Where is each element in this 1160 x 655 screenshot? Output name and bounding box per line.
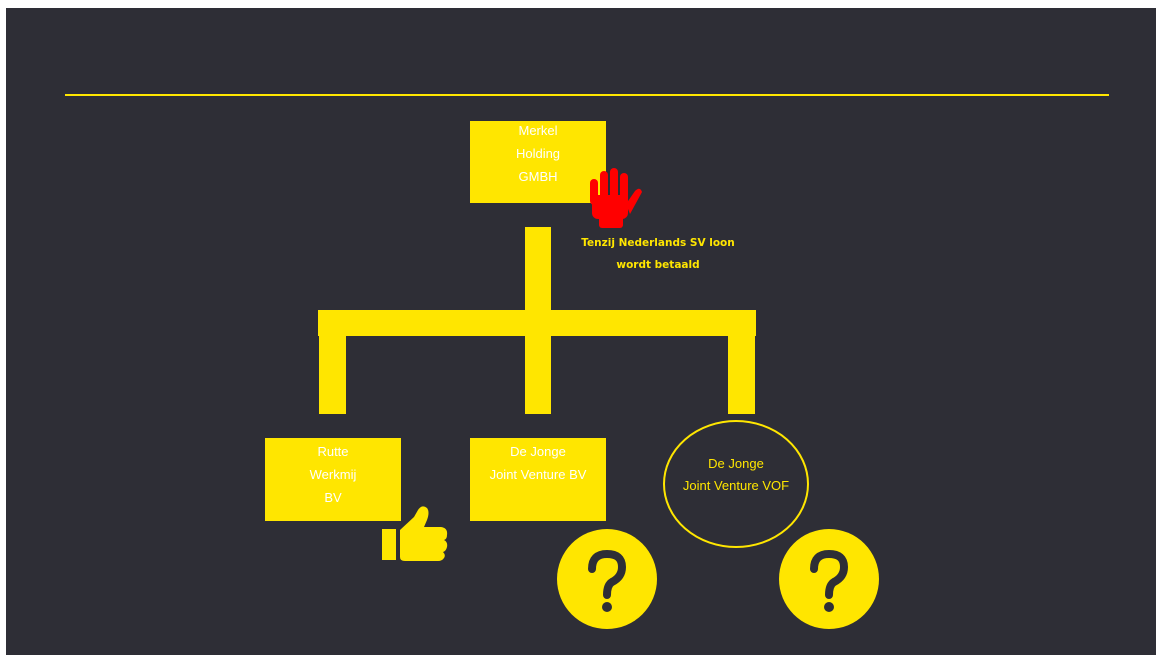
middle-branch-connector <box>525 310 551 414</box>
node-de-jonge-jv-bv: De Jonge Joint Venture BV <box>470 438 606 521</box>
thumbs-up-icon <box>382 506 448 561</box>
question-mark-icon <box>779 529 879 629</box>
slide: Merkel Holding GMBH Tenzij Nederlands SV… <box>6 8 1156 655</box>
note-line-2: wordt betaald <box>616 259 699 271</box>
left-branch-connector <box>319 310 346 414</box>
title-divider-line <box>65 94 1109 96</box>
node-label-line-3: GMBH <box>519 169 558 184</box>
node-label-line-2: Joint Venture BV <box>490 467 587 482</box>
stop-hand-icon <box>590 168 642 228</box>
connector-lines <box>318 227 756 414</box>
org-structure-diagram: Merkel Holding GMBH Tenzij Nederlands SV… <box>65 94 1109 629</box>
node-label-line-1: Merkel <box>518 123 557 138</box>
node-rutte-werkmij: Rutte Werkmij BV <box>265 438 401 521</box>
salary-condition-note: Tenzij Nederlands SV loon wordt betaald <box>581 237 734 271</box>
node-label-line-2: Joint Venture VOF <box>683 478 789 493</box>
right-branch-connector <box>728 310 755 414</box>
node-label-line-3: BV <box>324 490 342 505</box>
node-label-line-2: Holding <box>516 146 560 161</box>
node-label-line-2: Werkmij <box>310 467 357 482</box>
node-label-line-1: De Jonge <box>510 444 566 459</box>
node-label-line-1: Rutte <box>317 444 348 459</box>
node-label-line-1: De Jonge <box>708 456 764 471</box>
node-de-jonge-jv-vof: De Jonge Joint Venture VOF <box>663 420 809 548</box>
node-merkel-holding: Merkel Holding GMBH <box>470 121 606 203</box>
question-mark-icon <box>557 529 657 629</box>
note-line-1: Tenzij Nederlands SV loon <box>581 237 734 249</box>
